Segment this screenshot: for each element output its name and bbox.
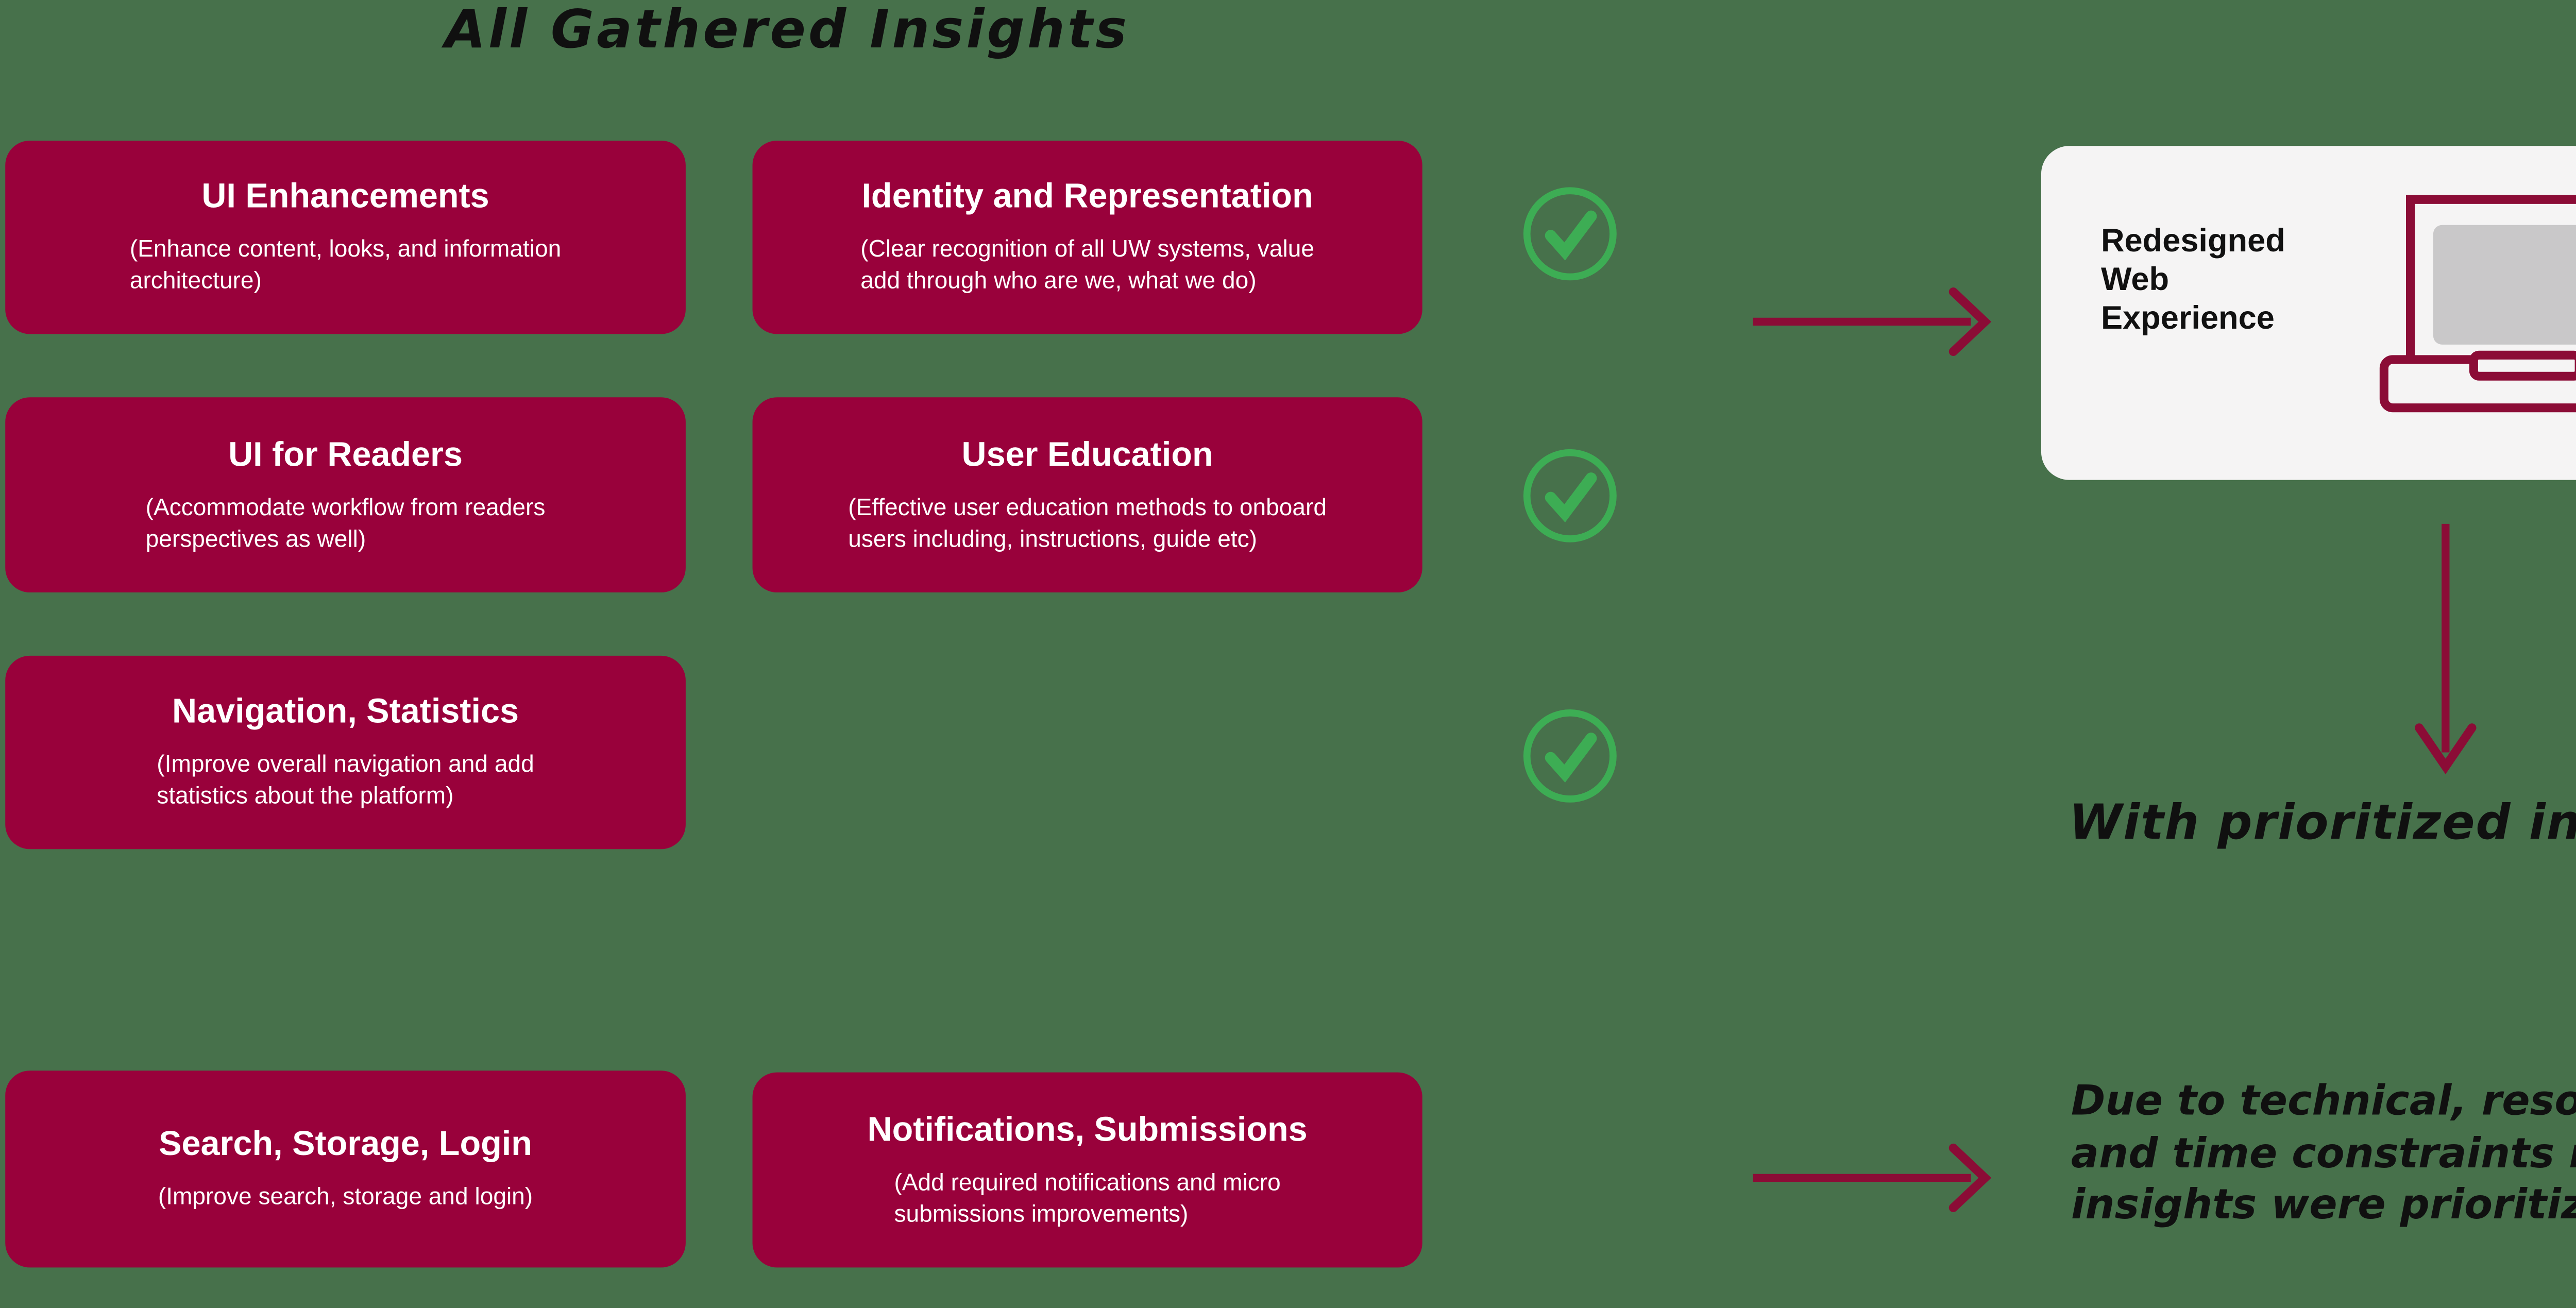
arrow-right-icon — [1753, 1143, 1992, 1212]
card-subtitle: (Enhance content, looks, and information… — [129, 235, 562, 294]
result-card-label: Redesigned Web Experience — [2100, 221, 2285, 336]
card-title: Navigation, Statistics — [172, 692, 519, 732]
insight-card-notifications-submissions: Notifications, Submissions (Add required… — [752, 1072, 1422, 1268]
check-circle-icon — [1523, 449, 1617, 542]
card-subtitle: (Effective user education methods to onb… — [848, 493, 1327, 551]
insight-card-user-education: User Education (Effective user education… — [752, 397, 1422, 593]
card-subtitle: (Improve search, storage and login) — [158, 1183, 533, 1210]
card-title: User Education — [961, 435, 1213, 474]
check-circle-icon — [1523, 709, 1617, 803]
result-card: Redesigned Web Experience — [2041, 146, 2576, 480]
laptop-icon — [2379, 195, 2576, 413]
insight-card-navigation-statistics: Navigation, Statistics (Improve overall … — [5, 655, 686, 850]
note-constraints: Due to technical, resource and time cons… — [2071, 1076, 2576, 1229]
check-circle-icon — [1523, 187, 1617, 281]
insight-card-search-storage-login: Search, Storage, Login (Improve search, … — [5, 1071, 686, 1268]
card-title: Identity and Representation — [861, 177, 1313, 216]
insight-card-ui-enhancements: UI Enhancements (Enhance content, looks,… — [5, 141, 686, 334]
note-prioritized-insights: With prioritized insights — [2069, 794, 2576, 851]
card-title: Notifications, Submissions — [867, 1110, 1308, 1149]
card-title: Search, Storage, Login — [159, 1125, 532, 1164]
card-subtitle: (Improve overall navigation and add stat… — [157, 751, 534, 809]
insight-card-identity-representation: Identity and Representation (Clear recog… — [752, 141, 1422, 334]
card-subtitle: (Accommodate workflow from readers persp… — [145, 493, 546, 551]
insight-card-ui-for-readers: UI for Readers (Accommodate workflow fro… — [5, 397, 686, 593]
arrow-down-icon — [2415, 523, 2477, 774]
arrow-right-icon — [1753, 287, 1992, 356]
card-title: UI for Readers — [228, 435, 463, 474]
board-title: All Gathered Insights — [445, 0, 1130, 62]
card-subtitle: (Add required notifications and micro su… — [894, 1168, 1281, 1227]
card-title: UI Enhancements — [201, 177, 489, 216]
card-subtitle: (Clear recognition of all UW systems, va… — [860, 235, 1315, 294]
